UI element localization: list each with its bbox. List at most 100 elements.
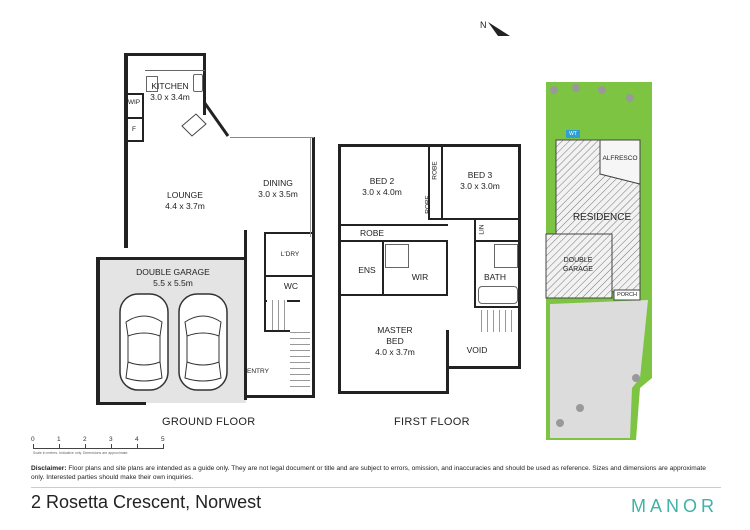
north-arrow: N — [478, 18, 514, 40]
property-address: 2 Rosetta Crescent, Norwest — [31, 492, 262, 512]
room-name: VOID — [466, 345, 488, 355]
brand-logo: MANOR — [631, 496, 718, 516]
bathtub — [478, 286, 518, 304]
room-ensuite: ENS — [352, 265, 382, 276]
room-dimensions: 4.0 x 3.7m — [375, 347, 415, 357]
disclaimer-label: Disclaimer: — [31, 465, 67, 472]
room-lounge: LOUNGE 4.4 x 3.7m — [150, 190, 220, 212]
wall — [264, 232, 314, 234]
room-name: LOUNGE — [167, 190, 203, 200]
shower — [494, 244, 518, 268]
room-name: L'DRY — [280, 251, 300, 258]
kitchen-angled-wall — [181, 101, 230, 137]
wall — [338, 391, 448, 394]
disclaimer-text: Floor plans and site plans are intended … — [31, 465, 706, 481]
wall — [474, 218, 476, 308]
scale-line — [33, 448, 163, 449]
room-linen: LIN — [477, 218, 488, 242]
wall — [124, 93, 144, 95]
room-bed2: BED 2 3.0 x 4.0m — [352, 176, 412, 198]
site-garage-line1: DOUBLE — [563, 257, 593, 264]
scale-tick — [33, 444, 34, 449]
water-tank: WT — [566, 130, 580, 138]
wall — [124, 53, 206, 56]
room-robe: ROBE — [423, 190, 434, 220]
ground-floor-title: GROUND FLOOR — [162, 416, 256, 428]
room-robe: ROBE — [430, 156, 441, 186]
shower — [385, 244, 409, 268]
wall — [446, 366, 520, 369]
window-glazing — [230, 137, 314, 138]
scale-tick — [137, 444, 138, 449]
room-name: LIN — [478, 224, 486, 235]
room-dimensions: 3.0 x 3.0m — [460, 181, 500, 191]
wall — [244, 230, 247, 400]
room-robe: ROBE — [352, 228, 392, 239]
wall — [264, 275, 314, 277]
wall — [203, 53, 206, 115]
room-name: ENTRY — [247, 368, 269, 375]
wall — [338, 144, 430, 147]
scale-number: 1 — [57, 436, 61, 443]
room-kitchen: KITCHEN 3.0 x 3.4m — [140, 81, 200, 103]
car-icon — [178, 293, 228, 391]
room-name: BED 2 — [369, 176, 395, 186]
north-arrow-icon — [488, 22, 510, 36]
scale-note: Scale in metres. Indicative only. Dimens… — [33, 451, 129, 455]
room-wip: WIP — [125, 97, 143, 108]
room-name: ROBE — [359, 228, 385, 238]
room-fridge: F — [125, 124, 143, 135]
room-dining: DINING 3.0 x 3.5m — [246, 178, 310, 200]
room-name: ENS — [358, 265, 376, 275]
wall — [96, 257, 246, 260]
room-bed3: BED 3 3.0 x 3.0m — [450, 170, 510, 192]
wall — [338, 240, 448, 242]
scale-bar: 0 1 2 3 4 5 Scale in metres. Indicative … — [30, 436, 170, 460]
wall — [428, 144, 430, 219]
wall — [264, 330, 290, 332]
room-name: BATH — [483, 272, 507, 282]
scale-tick — [111, 444, 112, 449]
window-glazing — [310, 137, 311, 237]
kitchen-stove — [146, 76, 158, 92]
wall — [312, 137, 315, 395]
site-garage-line2: GARAGE — [563, 266, 593, 273]
wall — [338, 144, 341, 394]
room-name: ROBE — [424, 195, 432, 214]
room-dimensions: 3.0 x 3.4m — [150, 92, 190, 102]
kitchen-counter — [145, 70, 205, 71]
room-name: BED 3 — [467, 170, 493, 180]
room-name: KITCHEN — [151, 81, 189, 91]
room-name: WIR — [411, 272, 429, 282]
scale-tick — [163, 444, 164, 449]
room-bath: BATH — [478, 272, 512, 283]
room-name: DINING — [263, 178, 293, 188]
site-garage: DOUBLE GARAGE — [546, 256, 610, 274]
room-master: MASTER BED 4.0 x 3.7m — [365, 325, 425, 358]
wall — [338, 294, 448, 296]
scale-number: 4 — [135, 436, 139, 443]
wall — [96, 402, 146, 405]
wall — [96, 257, 100, 405]
room-laundry: L'DRY — [270, 249, 310, 260]
scale-tick — [59, 444, 60, 449]
wall — [441, 144, 443, 219]
wall — [518, 144, 521, 369]
wall — [338, 224, 448, 226]
site-porch: PORCH — [617, 292, 637, 298]
stairs — [290, 332, 310, 392]
car-icon — [119, 293, 169, 391]
room-entry: ENTRY — [246, 366, 270, 377]
room-dimensions: 3.0 x 4.0m — [362, 187, 402, 197]
scale-number: 5 — [161, 436, 165, 443]
room-name-line2: BED — [386, 336, 404, 346]
scale-tick — [85, 444, 86, 449]
wall — [446, 240, 448, 296]
stairs — [267, 300, 287, 330]
first-floor-plan: BED 2 3.0 x 4.0m BED 3 3.0 x 3.0m ROBE R… — [338, 144, 521, 428]
scale-number: 3 — [109, 436, 113, 443]
kitchen-sink — [193, 74, 203, 92]
disclaimer: Disclaimer: Floor plans and site plans a… — [31, 464, 721, 482]
wall — [244, 395, 315, 398]
room-dimensions: 5.5 x 5.5m — [153, 278, 193, 288]
